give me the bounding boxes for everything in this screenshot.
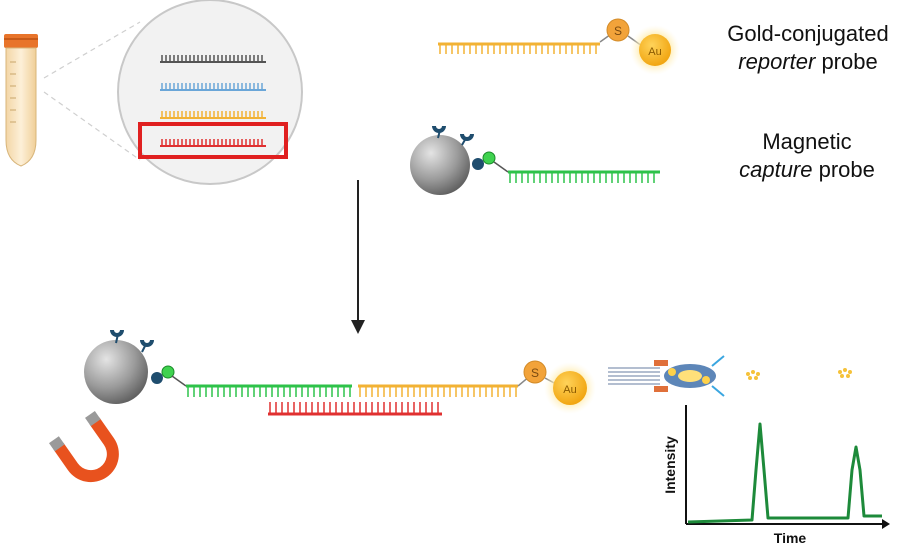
reporter-label-line2: reporter probe	[708, 48, 908, 76]
reporter-label-line1: Gold-conjugated	[727, 21, 889, 46]
thiol-linker-icon	[606, 18, 630, 42]
antibody-icon	[432, 126, 474, 146]
thiol-symbol: S	[614, 24, 622, 38]
capture-probe-diagram	[410, 126, 660, 195]
capture-strand	[508, 170, 660, 183]
gold-symbol: Au	[648, 46, 661, 58]
capture-italic: capture	[739, 157, 813, 182]
reporter-rest: probe	[815, 49, 878, 74]
gold-symbol: Au	[563, 384, 576, 396]
magnet-icon	[49, 411, 119, 483]
gold-nanoparticle-icon	[553, 371, 587, 405]
target-highlight-box	[138, 122, 288, 159]
capture-label-line1: Magnetic	[762, 129, 852, 154]
sample-zoom-circle	[117, 0, 303, 185]
sample-tube-icon	[4, 34, 38, 167]
dna-strand-black	[160, 55, 266, 63]
hybridized-complex: S Au	[84, 330, 596, 416]
reporter-strand-bound	[358, 384, 518, 397]
capture-label-line2: capture probe	[712, 156, 902, 184]
dna-strand-blue	[160, 83, 266, 91]
dna-strand-target	[160, 139, 266, 147]
thiol-linker-icon	[523, 360, 547, 384]
capture-rest: probe	[812, 157, 875, 182]
gold-nanoparticle-icon	[639, 34, 671, 66]
target-strand-bound	[268, 402, 442, 416]
capture-strand-bound	[186, 384, 352, 397]
signal-trace	[687, 422, 882, 524]
reporter-probe-label: Gold-conjugated reporter probe	[708, 20, 908, 76]
magnetic-bead-icon	[410, 135, 470, 195]
y-axis-label: Intensity	[662, 436, 678, 494]
dna-strand-orange	[160, 111, 266, 119]
signal-trace-plot: Intensity Time	[662, 405, 890, 546]
x-axis-label: Time	[774, 530, 807, 546]
thiol-symbol: S	[531, 366, 539, 380]
reporter-probe-diagram: S Au	[438, 18, 680, 75]
reporter-italic: reporter	[738, 49, 816, 74]
zoom-line-bottom	[43, 91, 141, 161]
capture-probe-label: Magnetic capture probe	[712, 128, 902, 184]
antibody-icon	[110, 330, 154, 353]
process-arrow	[351, 180, 365, 334]
nanopore-icon	[608, 355, 852, 397]
magnetic-bead-icon	[84, 340, 148, 404]
reporter-strand	[438, 42, 600, 54]
zoom-line-top	[43, 21, 141, 79]
